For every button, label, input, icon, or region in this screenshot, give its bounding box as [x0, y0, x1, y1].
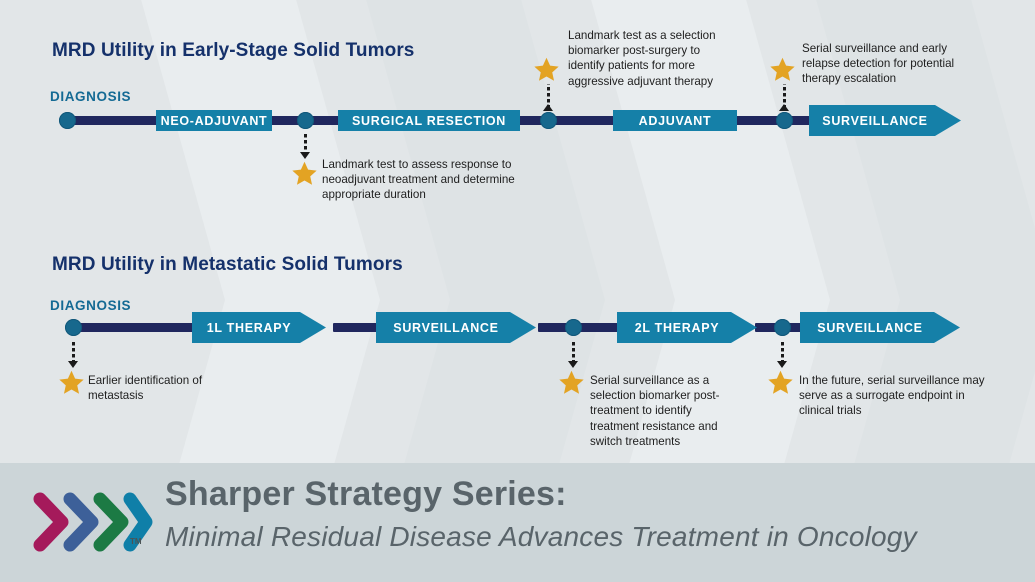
star-icon: [558, 369, 585, 396]
callout-arrowhead-icon: [568, 361, 578, 368]
timeline-node: [565, 319, 582, 336]
callout-text-post-surgery-selection: Landmark test as a selection biomarker p…: [568, 29, 716, 88]
star-icon: [533, 56, 560, 83]
star-icon: [291, 160, 318, 187]
footer-brand-subtitle: Minimal Residual Disease Advances Treatm…: [165, 521, 917, 552]
trademark-symbol: TM: [130, 537, 142, 546]
stage-surgical-resection[interactable]: SURGICAL RESECTION: [338, 110, 520, 131]
callout-arrowhead-icon: [68, 361, 78, 368]
star-icon: [767, 369, 794, 396]
footer-brand-bar: TM Sharper Strategy Series: Minimal Resi…: [0, 463, 1035, 582]
section-title-early-stage: MRD Utility in Early-Stage Solid Tumors: [52, 40, 415, 61]
callout-text-neoadjuvant-response: Landmark test to assess response to neoa…: [322, 158, 515, 202]
timeline-rail: [64, 116, 160, 125]
callout-connector-dots: [72, 341, 75, 361]
sharper-strategy-logo-icon: [33, 492, 153, 552]
section-title-metastatic: MRD Utility in Metastatic Solid Tumors: [52, 254, 403, 275]
stage-surveillance-1[interactable]: SURVEILLANCE: [376, 312, 536, 343]
callout-arrowhead-icon: [779, 104, 789, 111]
timeline-node: [297, 112, 314, 129]
callout-connector-dots: [781, 341, 784, 361]
timeline-rail: [70, 323, 198, 332]
stage-surveillance[interactable]: SURVEILLANCE: [809, 105, 961, 136]
callout-text-earlier-identification: Earlier identification of metastasis: [88, 374, 203, 403]
callout-arrowhead-icon: [300, 152, 310, 159]
timeline-node-diagnosis: [65, 319, 82, 336]
diagnosis-label-metastatic: DIAGNOSIS: [50, 298, 132, 313]
stage-adjuvant[interactable]: ADJUVANT: [613, 110, 737, 131]
diagnosis-label-early-stage: DIAGNOSIS: [50, 89, 132, 104]
footer-brand-title: Sharper Strategy Series:: [165, 475, 567, 513]
star-icon: [769, 56, 796, 83]
timeline-node-diagnosis: [59, 112, 76, 129]
stage-neo-adjuvant[interactable]: NEO-ADJUVANT: [156, 110, 272, 131]
callout-connector-dots: [572, 341, 575, 361]
callout-connector-dots: [547, 84, 550, 108]
callout-text-serial-surveillance-resistance: Serial surveillance as a selection bioma…: [590, 374, 720, 448]
timeline-node: [540, 112, 557, 129]
callout-text-surrogate-endpoint: In the future, serial surveillance may s…: [799, 374, 985, 418]
stage-1l-therapy[interactable]: 1L THERAPY: [192, 312, 326, 343]
stage-surveillance-2[interactable]: SURVEILLANCE: [800, 312, 960, 343]
timeline-rail: [733, 116, 813, 125]
stage-2l-therapy[interactable]: 2L THERAPY: [617, 312, 757, 343]
callout-text-serial-surveillance-escalation: Serial surveillance and early relapse de…: [802, 42, 955, 86]
timeline-rail: [333, 323, 379, 332]
timeline-node: [774, 319, 791, 336]
callout-arrowhead-icon: [777, 361, 787, 368]
timeline-node: [776, 112, 793, 129]
callout-connector-dots: [783, 84, 786, 108]
timeline-rail: [517, 116, 617, 125]
star-icon: [58, 369, 85, 396]
callout-connector-dots: [304, 134, 307, 152]
callout-arrowhead-icon: [543, 104, 553, 111]
